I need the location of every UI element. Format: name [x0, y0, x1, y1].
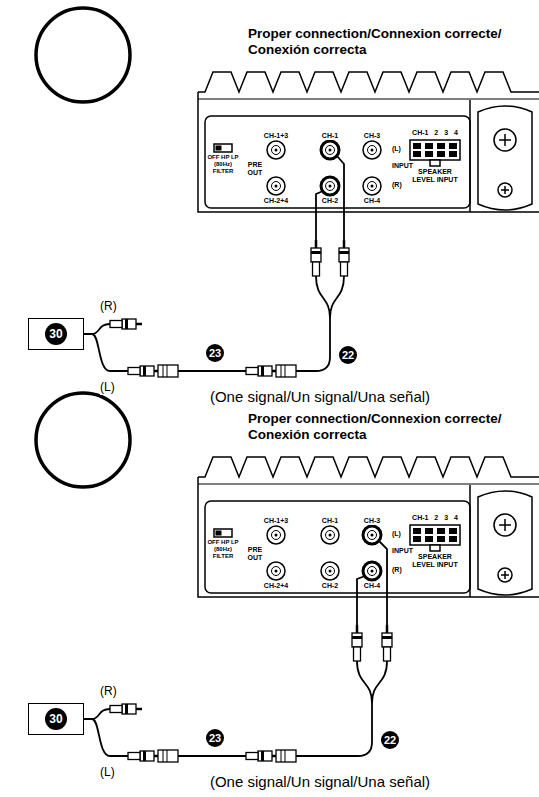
caption: (One signal/Un signal/Una señal) [210, 388, 430, 405]
channel-label: (R) [392, 181, 402, 189]
jack-label: CH-3 [364, 132, 380, 140]
jack-label: PRE OUT [245, 546, 265, 562]
jack-label: CH-4 [364, 197, 380, 205]
caption: (One signal/Un signal/Una señal) [210, 773, 430, 790]
jack-label: CH-4 [364, 582, 380, 590]
switch-label: OFF HP LP [207, 539, 238, 546]
callout-number: 22 [381, 731, 399, 749]
connector-label: SPEAKER LEVEL INPUT [409, 553, 461, 569]
jack-label: CH-1+3 [264, 517, 288, 525]
connector-label: SPEAKER LEVEL INPUT [409, 168, 461, 184]
part-number: 30 [45, 323, 67, 345]
part-number: 30 [45, 708, 67, 730]
jack-label: CH-1 [322, 517, 338, 525]
pin-label: CH-1 2 3 4 [412, 129, 458, 137]
panel-one [36, 8, 539, 377]
jack-label: CH-2+4 [264, 582, 288, 590]
title: Proper connection/Connexion correcte/ Co… [248, 411, 533, 442]
channel-label: (L) [392, 530, 401, 538]
panel-two [36, 393, 539, 762]
switch-label: FILTER [213, 168, 234, 175]
callout-number: 22 [339, 346, 357, 364]
channel-label: (L) [392, 145, 401, 153]
pin-label: CH-1 2 3 4 [412, 514, 458, 522]
jack-label: CH-3 [364, 517, 380, 525]
callout-number: 23 [206, 729, 224, 747]
jack-label: CH-2+4 [264, 197, 288, 205]
y-cable [296, 526, 387, 756]
jack-label: CH-1 [322, 132, 338, 140]
source-unit-box: 30 [28, 318, 84, 350]
jack-label: PRE OUT [245, 161, 265, 177]
channel-label: (L) [100, 766, 115, 780]
switch-label: FILTER [213, 553, 234, 560]
switch-label: (80Hz) [214, 161, 232, 168]
switch-label: OFF HP LP [207, 154, 238, 161]
switch-label: (80Hz) [214, 546, 232, 553]
channel-label: (R) [100, 685, 117, 699]
channel-label: (R) [392, 566, 402, 574]
callout-number: 23 [206, 344, 224, 362]
jack-label: CH-2 [322, 582, 338, 590]
title: Proper connection/Connexion correcte/ Co… [248, 26, 533, 57]
y-cable [296, 141, 344, 371]
channel-label: (L) [100, 381, 115, 395]
jack-label: CH-1+3 [264, 132, 288, 140]
source-unit-box: 30 [28, 703, 84, 735]
channel-label: (R) [100, 300, 117, 314]
jack-label: CH-2 [322, 197, 338, 205]
